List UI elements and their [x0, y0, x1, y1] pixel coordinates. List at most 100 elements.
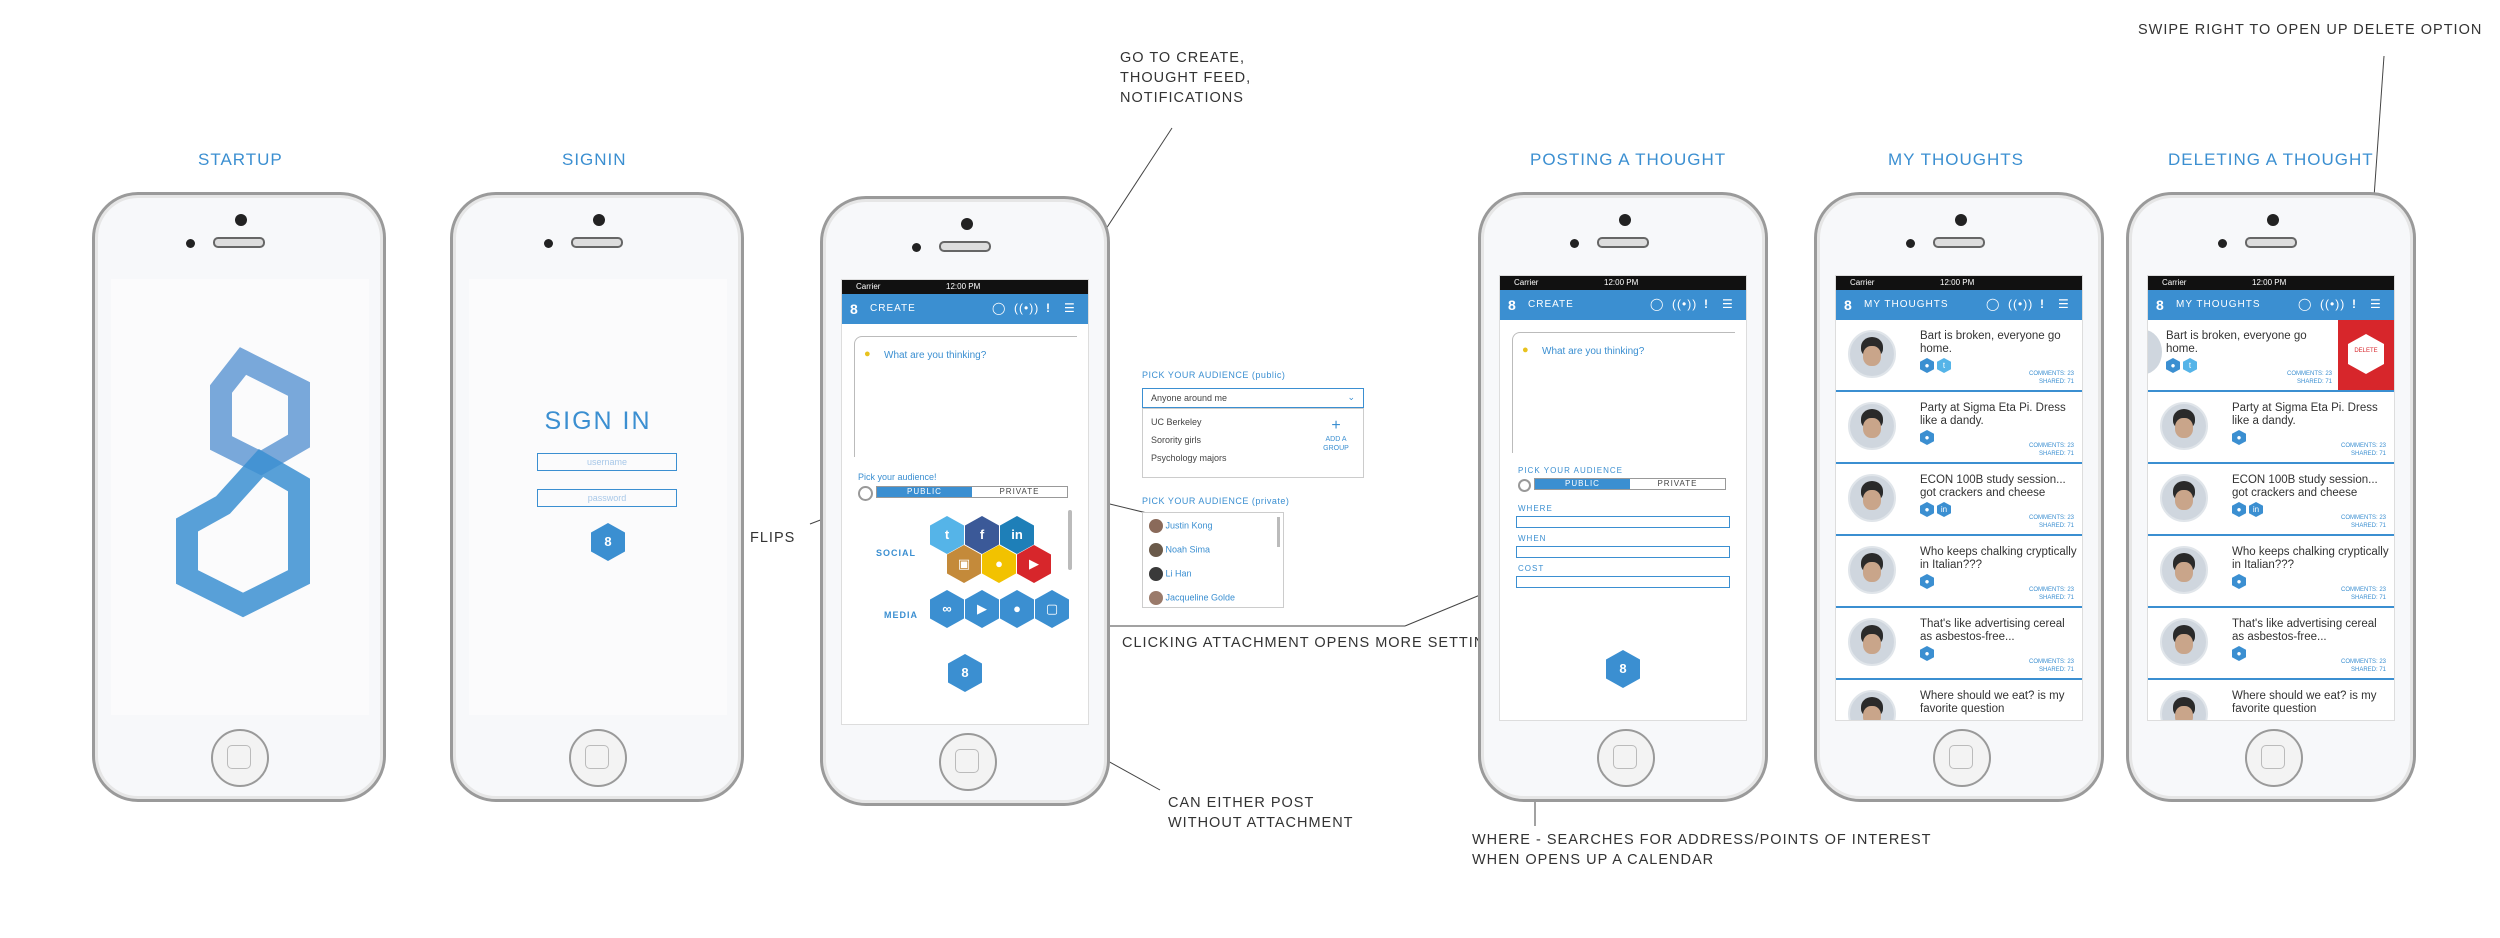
- thought-row[interactable]: Bart is broken, everyone go home. ●t COM…: [1836, 320, 2082, 392]
- thought-row[interactable]: Who keeps chalking cryptically in Italia…: [2148, 536, 2394, 608]
- add-group-label: GROUP: [1323, 445, 1349, 452]
- bulb-icon[interactable]: ◯: [2298, 297, 2313, 311]
- thought-box[interactable]: [1512, 332, 1735, 453]
- home-button[interactable]: [211, 729, 269, 787]
- delete-label: DELETE: [2354, 348, 2378, 354]
- avatar: [1848, 618, 1896, 666]
- alert-icon[interactable]: !: [1046, 301, 1051, 315]
- location-icon[interactable]: ●: [1000, 590, 1034, 628]
- comments-count: COMMENTS: 23: [2340, 443, 2386, 449]
- scrollbar[interactable]: [1277, 517, 1280, 547]
- person-item[interactable]: Li Han: [1149, 567, 1192, 581]
- when-input[interactable]: [1516, 546, 1730, 558]
- home-button[interactable]: [1597, 729, 1655, 787]
- menu-icon[interactable]: ☰: [2058, 297, 2070, 311]
- audience-public-groups: UC Berkeley Sorority girls Psychology ma…: [1142, 408, 1364, 478]
- thought-row[interactable]: That's like advertising cereal as asbest…: [2148, 608, 2394, 680]
- delete-icon[interactable]: [2348, 334, 2384, 374]
- home-button[interactable]: [569, 729, 627, 787]
- post-button[interactable]: 8: [948, 654, 982, 692]
- thought-row[interactable]: Where should we eat? is my favorite ques…: [2148, 680, 2394, 720]
- alert-icon[interactable]: !: [2040, 297, 2045, 311]
- phone-startup: [92, 192, 386, 802]
- broadcast-icon[interactable]: ((•)): [2008, 297, 2034, 311]
- person-name: Li Han: [1165, 568, 1192, 579]
- menu-icon[interactable]: ☰: [2370, 297, 2382, 311]
- thought-list: Bart is broken, everyone go home. ●t COM…: [2148, 320, 2394, 720]
- carrier-label: Carrier: [1850, 278, 1875, 287]
- person-item[interactable]: Noah Sima: [1149, 543, 1210, 557]
- thought-row[interactable]: That's like advertising cereal as asbest…: [1836, 608, 2082, 680]
- thought-row[interactable]: Party at Sigma Eta Pi. Dress like a dand…: [1836, 392, 2082, 464]
- home-button[interactable]: [1933, 729, 1991, 787]
- broadcast-icon[interactable]: ((•)): [1672, 297, 1698, 311]
- shared-count: SHARED: 71: [2296, 379, 2332, 385]
- thought-row[interactable]: ECON 100B study session... got crackers …: [1836, 464, 2082, 536]
- annotation-swipe-right: SWIPE RIGHT TO OPEN UP DELETE OPTION: [2138, 22, 2483, 38]
- alert-icon[interactable]: !: [1704, 297, 1709, 311]
- audience-toggle[interactable]: PUBLIC PRIVATE: [876, 486, 1068, 498]
- bulb-icon[interactable]: ◯: [1986, 297, 2001, 311]
- bulb-icon[interactable]: ◯: [992, 301, 1007, 315]
- thought-row[interactable]: Party at Sigma Eta Pi. Dress like a dand…: [2148, 392, 2394, 464]
- audience-public-dropdown[interactable]: Anyone around me ⌄: [1142, 388, 1364, 408]
- group-item[interactable]: Psychology majors: [1151, 453, 1227, 463]
- alert-icon[interactable]: !: [2352, 297, 2357, 311]
- front-camera: [961, 218, 973, 230]
- thought-row[interactable]: Where should we eat? is my favorite ques…: [1836, 680, 2082, 720]
- logo-icon[interactable]: 8: [1844, 297, 1853, 313]
- public-option[interactable]: PUBLIC: [1535, 479, 1630, 489]
- delete-panel[interactable]: DELETE: [2338, 320, 2394, 390]
- group-item[interactable]: UC Berkeley: [1151, 417, 1202, 427]
- cost-input[interactable]: [1516, 576, 1730, 588]
- bulb-icon[interactable]: ◯: [1650, 297, 1665, 311]
- image-icon[interactable]: ▢: [1035, 590, 1069, 628]
- add-group-button[interactable]: + ADD A GROUP: [1309, 417, 1363, 453]
- username-field[interactable]: username: [537, 453, 677, 471]
- thought-row-swiped[interactable]: Bart is broken, everyone go home. ●t COM…: [2148, 320, 2394, 392]
- public-option[interactable]: PUBLIC: [877, 487, 972, 497]
- logo-icon[interactable]: 8: [1508, 297, 1517, 313]
- shared-count: SHARED: 71: [2350, 451, 2386, 457]
- app-bar: 8 CREATE ◯ ((•)) ! ☰: [842, 294, 1088, 324]
- menu-icon[interactable]: ☰: [1722, 297, 1734, 311]
- home-button[interactable]: [939, 733, 997, 791]
- thought-row[interactable]: Who keeps chalking cryptically in Italia…: [1836, 536, 2082, 608]
- app-bar: 8 CREATE ◯ ((•)) ! ☰: [1500, 290, 1746, 320]
- appbar-title: MY THOUGHTS: [1864, 299, 1949, 310]
- comments-count: COMMENTS: 23: [2028, 443, 2074, 449]
- person-item[interactable]: Jacqueline Golde: [1149, 591, 1235, 605]
- post-button[interactable]: 8: [1606, 650, 1640, 688]
- bulb-icon: ●: [1522, 344, 1529, 356]
- thought-row[interactable]: ECON 100B study session... got crackers …: [2148, 464, 2394, 536]
- front-camera: [1619, 214, 1631, 226]
- broadcast-icon[interactable]: ((•)): [1014, 301, 1040, 315]
- person-item[interactable]: Justin Kong: [1149, 519, 1213, 533]
- audience-toggle[interactable]: PUBLIC PRIVATE: [1534, 478, 1726, 490]
- broadcast-icon[interactable]: ((•)): [2320, 297, 2346, 311]
- password-field[interactable]: password: [537, 489, 677, 507]
- appbar-title: CREATE: [870, 303, 916, 314]
- logo-icon[interactable]: 8: [850, 301, 859, 317]
- audience-badges: ●: [2232, 574, 2249, 592]
- menu-icon[interactable]: ☰: [1064, 301, 1076, 315]
- sensor: [912, 243, 921, 252]
- avatar: [2160, 402, 2208, 450]
- private-option[interactable]: PRIVATE: [1657, 479, 1698, 488]
- signin-button[interactable]: 8: [591, 523, 625, 561]
- audience-icon[interactable]: [1518, 479, 1531, 492]
- logo-icon[interactable]: 8: [2156, 297, 2165, 313]
- play-icon[interactable]: ▶: [965, 590, 999, 628]
- appbar-title: MY THOUGHTS: [2176, 299, 2261, 310]
- where-input[interactable]: [1516, 516, 1730, 528]
- screen-posting: Carrier 12:00 PM 8 CREATE ◯ ((•)) ! ☰ ● …: [1499, 275, 1747, 721]
- thought-text: That's like advertising cereal as asbest…: [2232, 618, 2377, 643]
- shared-count: SHARED: 71: [2038, 451, 2074, 457]
- group-item[interactable]: Sorority girls: [1151, 435, 1202, 445]
- thought-box[interactable]: [854, 336, 1077, 457]
- home-button[interactable]: [2245, 729, 2303, 787]
- link-icon[interactable]: ∞: [930, 590, 964, 628]
- private-option[interactable]: PRIVATE: [999, 487, 1040, 496]
- audience-icon[interactable]: [858, 486, 873, 501]
- scroll-indicator[interactable]: [1068, 510, 1072, 570]
